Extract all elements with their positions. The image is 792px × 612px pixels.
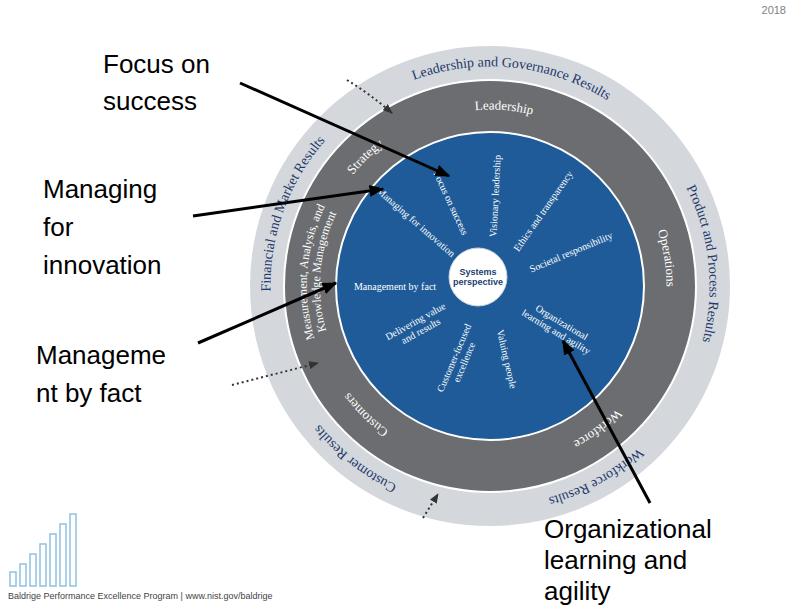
leader-lines [193, 83, 650, 503]
category-label: Strategy [344, 135, 387, 177]
text-line: Strategy [344, 135, 387, 177]
leader-arrow [240, 83, 449, 176]
callout-label: Focus on success [103, 46, 253, 120]
logo-bar [30, 554, 36, 586]
category-ring: LeadershipOperationsWorkforceCustomersMe… [283, 79, 697, 493]
dotted-arrow [347, 80, 392, 113]
program-logo [10, 514, 76, 586]
logo-bar [60, 524, 66, 586]
logo-bar [50, 534, 56, 586]
text-line: Operations [655, 227, 679, 287]
results-ring: Leadership and Governance ResultsProduct… [248, 44, 732, 528]
dotted-arrow [232, 363, 318, 385]
footer-text: Baldrige Performance Excellence Program … [8, 591, 348, 602]
core-values-circle: Visionary leadershipEthics and transpare… [335, 131, 645, 441]
text-line: Knowledge Management [309, 208, 340, 334]
text-line: Workforce [571, 407, 625, 453]
logo-bar [40, 544, 46, 586]
callout-label: Managing for innovation [43, 170, 178, 284]
dotted-arrows [232, 80, 438, 518]
dotted-arrow [423, 494, 438, 518]
systems-center-shape-fill [449, 248, 507, 306]
leader-arrow [193, 189, 383, 216]
text-line: Leadership [474, 98, 535, 118]
category-label: Operations [655, 227, 679, 287]
results-ring-shape-fill [249, 45, 731, 527]
callout-label: Organizational learning and agility [544, 514, 744, 607]
category-label: Leadership [474, 98, 535, 118]
logo-bar [20, 564, 26, 586]
category-label: Measurement, Analysis, and Knowledge Man… [296, 199, 340, 342]
year-mark: 2018 [730, 4, 786, 17]
leader-arrow [563, 341, 650, 503]
center-text: Systems perspective [453, 267, 503, 288]
leader-arrow [198, 283, 336, 343]
core-values-shape-fill [336, 132, 644, 440]
logo-bar [10, 572, 16, 586]
core-value-text: Management by fact [354, 281, 436, 292]
logo-bar [70, 514, 76, 586]
category-label: Workforce [571, 407, 625, 453]
category-ring-shape-fill [284, 80, 696, 492]
systems-center-circle: Systems perspective [448, 247, 508, 307]
callout-label: Management by fact [36, 336, 176, 412]
